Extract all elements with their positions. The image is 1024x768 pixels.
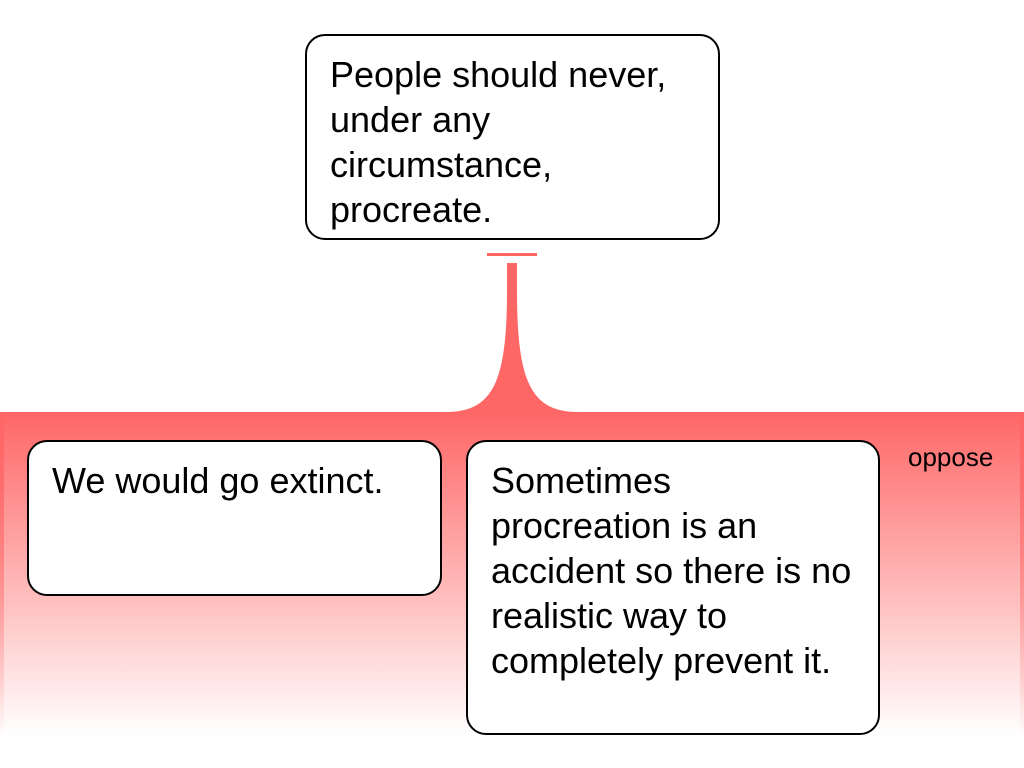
claim-text: People should never, under any circumsta… — [330, 54, 667, 230]
objection-band-right-edge — [1020, 412, 1024, 736]
objection-type-label: oppose — [908, 442, 994, 472]
reason-box-extinction[interactable]: We would go extinct. — [27, 440, 442, 596]
claim-box[interactable]: People should never, under any circumsta… — [305, 34, 720, 240]
reason-text: We would go extinct. — [52, 460, 384, 501]
objection-terminator — [487, 253, 537, 256]
reason-box-accident[interactable]: Sometimes procreation is an accident so … — [466, 440, 880, 735]
objection-stem — [446, 263, 578, 412]
reason-text: Sometimes procreation is an accident so … — [491, 460, 852, 681]
objection-band-left-edge — [0, 412, 4, 736]
